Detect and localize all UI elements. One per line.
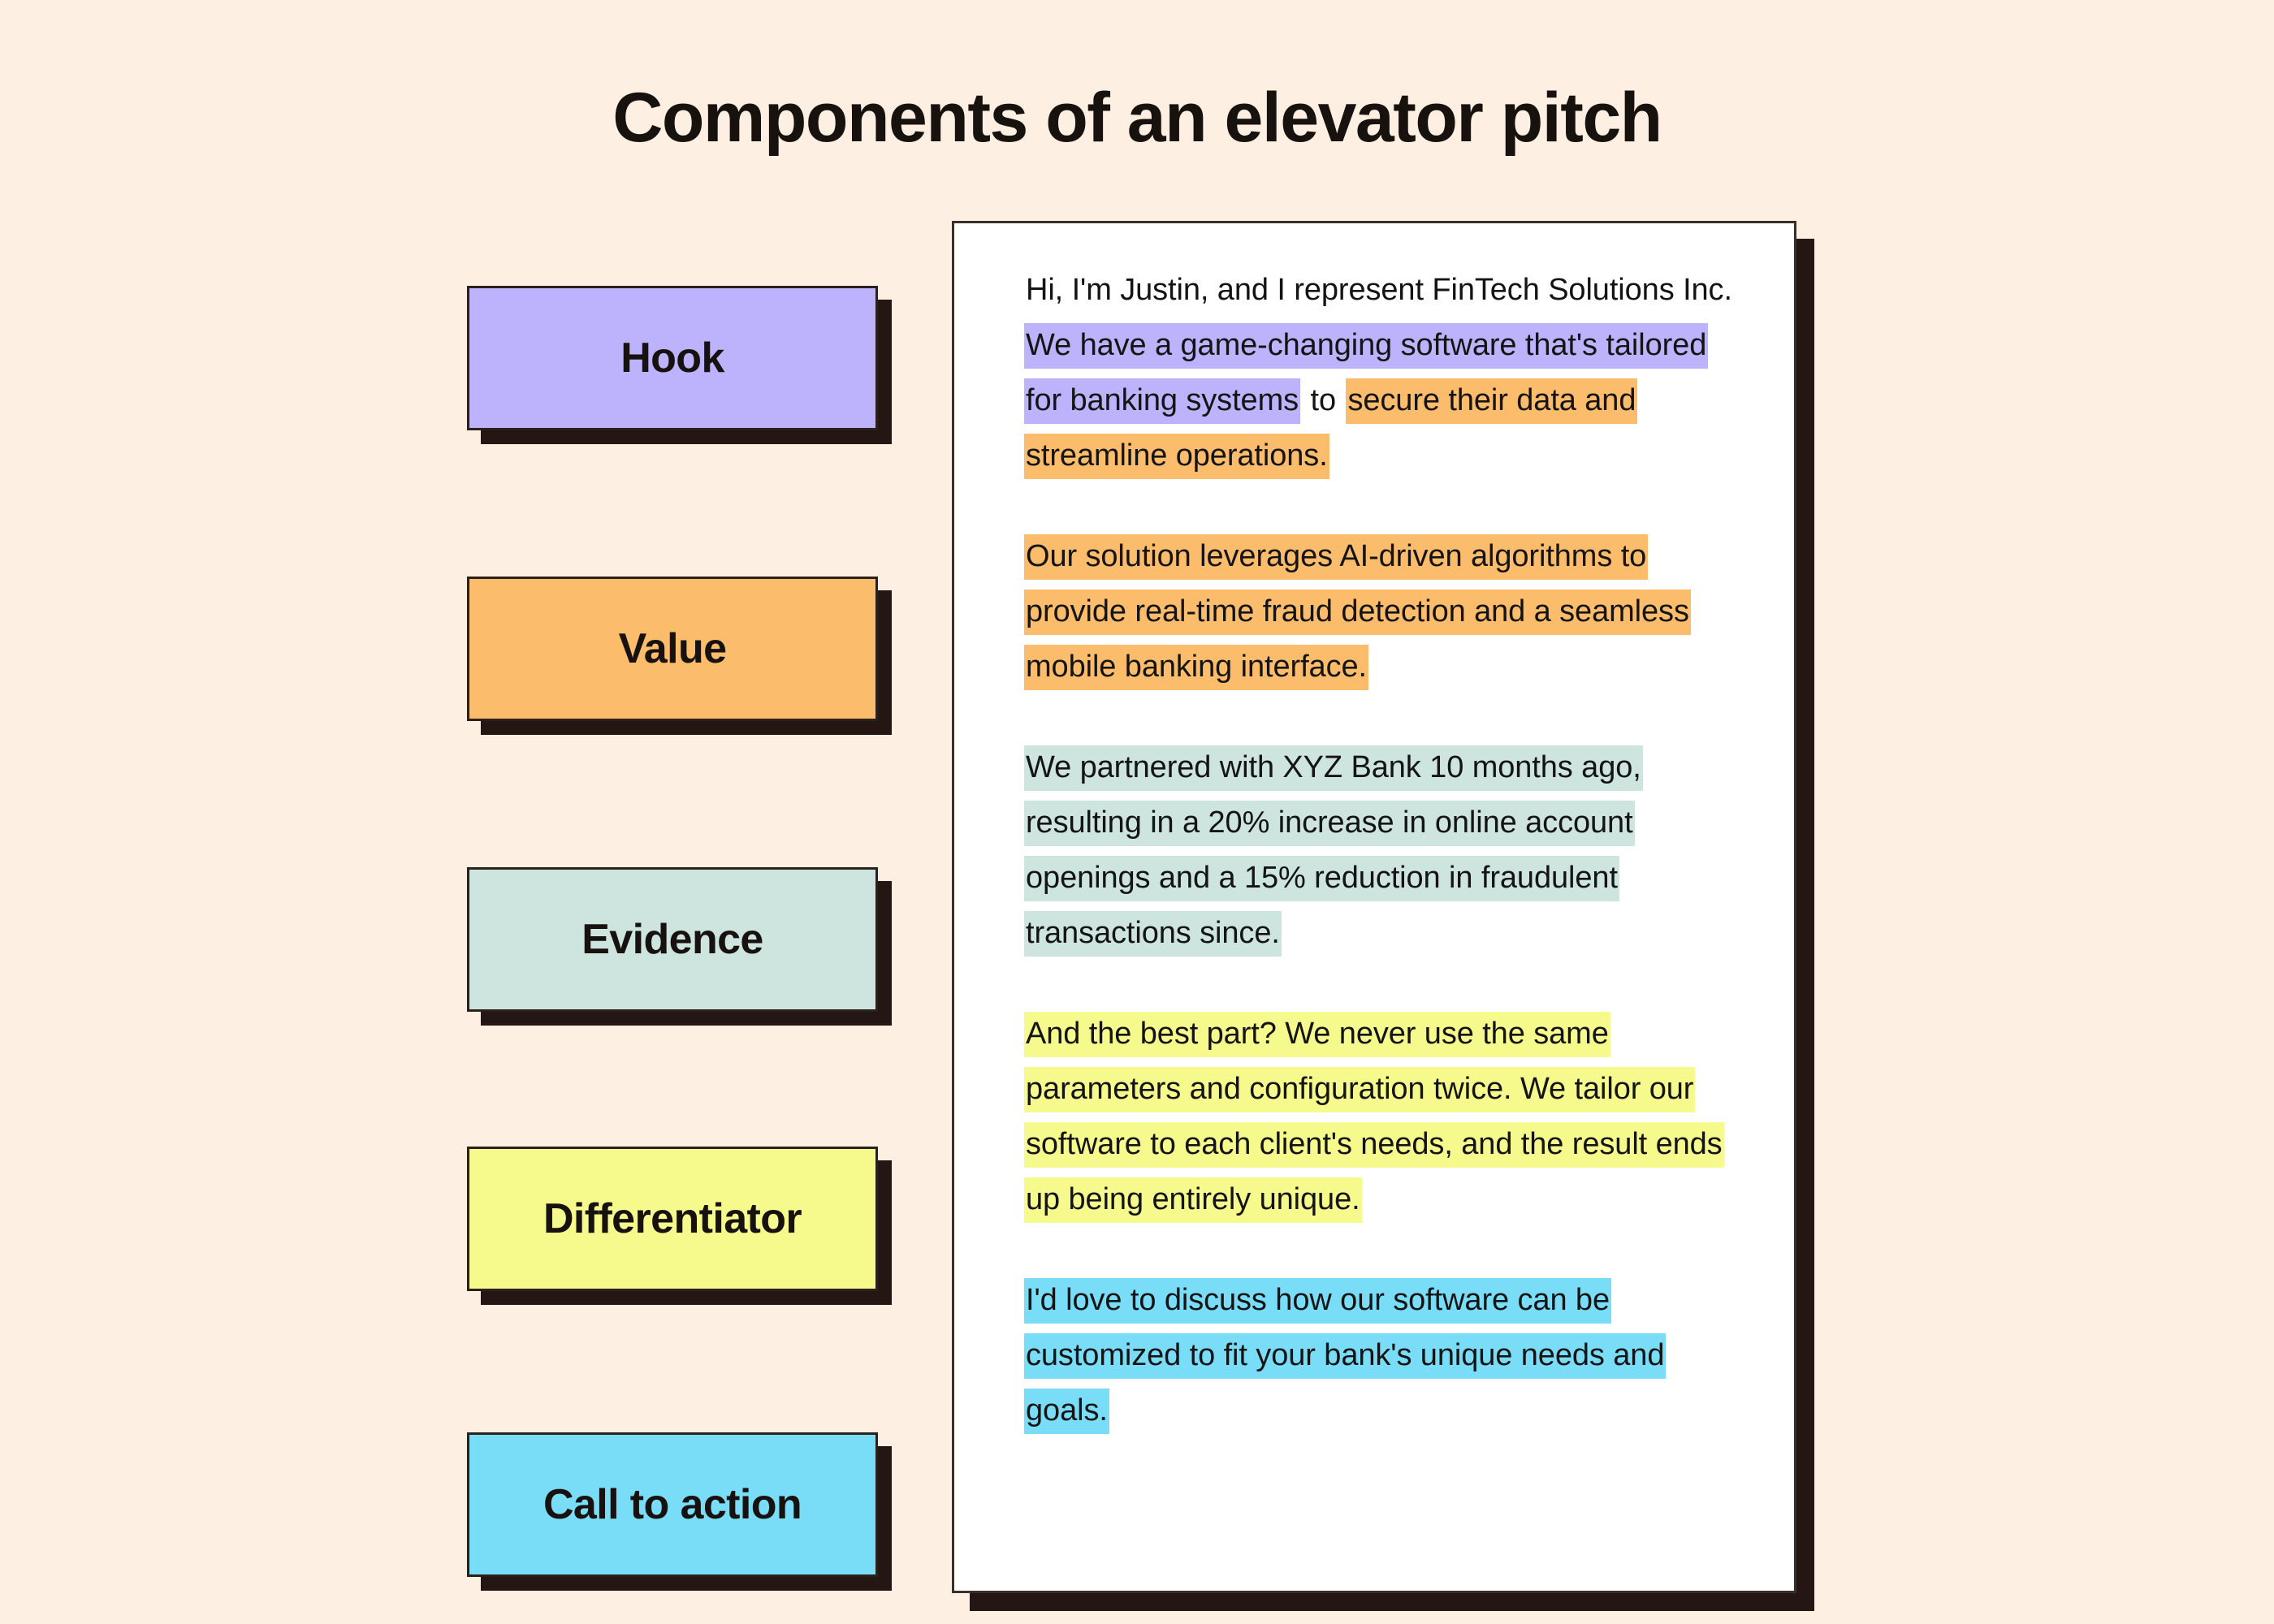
- pitch-card: Hi, I'm Justin, and I represent FinTech …: [952, 221, 1796, 1593]
- pitch-paragraph-1: Hi, I'm Justin, and I represent FinTech …: [1024, 262, 1739, 483]
- pitch-paragraph-2: Our solution leverages AI-driven algorit…: [1024, 529, 1739, 694]
- component-box-call-to-action[interactable]: Call to action: [467, 1432, 878, 1577]
- component-box-value[interactable]: Value: [467, 577, 878, 721]
- pitch-highlight-evidence: We partnered with XYZ Bank 10 months ago…: [1024, 745, 1643, 957]
- component-box-differentiator[interactable]: Differentiator: [467, 1147, 878, 1291]
- component-box-hook[interactable]: Hook: [467, 286, 878, 430]
- pitch-text-segment: to: [1302, 383, 1345, 417]
- component-box-label-differentiator: Differentiator: [543, 1195, 802, 1242]
- component-box-label-evidence: Evidence: [581, 916, 763, 963]
- pitch-paragraph-4: And the best part? We never use the same…: [1024, 1006, 1739, 1227]
- pitch-paragraph-5: I'd love to discuss how our software can…: [1024, 1272, 1739, 1438]
- pitch-text-segment: Hi, I'm Justin, and I represent FinTech …: [1026, 273, 1732, 307]
- pitch-highlight-value: Our solution leverages AI-driven algorit…: [1024, 534, 1691, 690]
- pitch-highlight-call-to-action: I'd love to discuss how our software can…: [1024, 1278, 1667, 1434]
- page-title: Components of an elevator pitch: [612, 78, 1662, 157]
- component-box-label-call-to-action: Call to action: [543, 1481, 802, 1528]
- component-box-label-hook: Hook: [620, 335, 724, 382]
- pitch-paragraph-3: We partnered with XYZ Bank 10 months ago…: [1024, 740, 1739, 961]
- pitch-highlight-differentiator: And the best part? We never use the same…: [1024, 1012, 1724, 1223]
- pitch-text-body: Hi, I'm Justin, and I represent FinTech …: [1024, 262, 1739, 1438]
- component-box-evidence[interactable]: Evidence: [467, 867, 878, 1012]
- component-box-label-value: Value: [618, 625, 727, 672]
